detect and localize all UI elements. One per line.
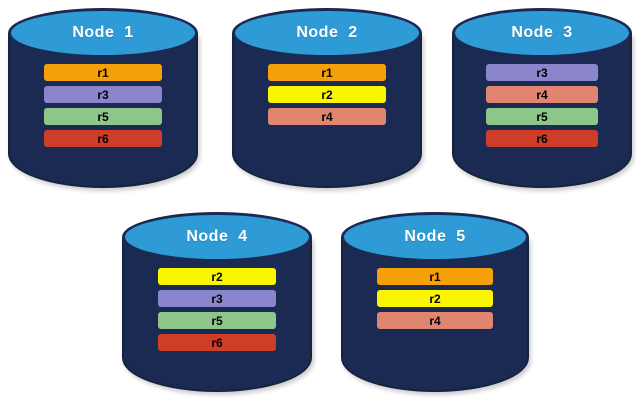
- replica-bar-r3[interactable]: r3: [44, 86, 162, 103]
- replica-bar-r5[interactable]: r5: [44, 108, 162, 125]
- replica-label: r2: [429, 291, 441, 306]
- replica-bar-r1[interactable]: r1: [376, 268, 494, 285]
- replica-label: r3: [97, 87, 109, 102]
- replica-label: r6: [97, 131, 109, 146]
- replica-bar-r2[interactable]: r2: [158, 268, 276, 285]
- replica-list: r3 r4 r5 r6: [452, 64, 632, 147]
- replica-bar-r5[interactable]: r5: [158, 312, 276, 329]
- replica-bar-r2[interactable]: r2: [376, 290, 494, 307]
- replica-list: r2 r3 r5 r6: [122, 268, 312, 351]
- replica-label: r5: [536, 109, 548, 124]
- replica-label: r1: [97, 65, 109, 80]
- replica-bar-r4[interactable]: r4: [376, 312, 494, 329]
- cylinder-top-icon: [122, 212, 312, 262]
- replica-label: r2: [211, 269, 223, 284]
- database-node-1[interactable]: Node 1 r1 r3 r5 r6: [8, 8, 198, 188]
- replica-list: r1 r2 r4: [232, 64, 422, 125]
- replica-label: r3: [536, 65, 548, 80]
- replica-list: r1 r3 r5 r6: [8, 64, 198, 147]
- node-title-label: Node 3: [511, 24, 573, 41]
- replica-bar-r2[interactable]: r2: [268, 86, 386, 103]
- node-title-label: Node 2: [296, 24, 358, 41]
- replica-label: r4: [536, 87, 548, 102]
- replica-label: r2: [321, 87, 333, 102]
- replica-label: r6: [536, 131, 548, 146]
- replica-label: r1: [429, 269, 441, 284]
- replica-bar-r4[interactable]: r4: [268, 108, 386, 125]
- node-title-label: Node 1: [72, 24, 134, 41]
- replica-label: r5: [211, 313, 223, 328]
- replica-label: r3: [211, 291, 223, 306]
- replica-bar-r1[interactable]: r1: [44, 64, 162, 81]
- replica-bar-r6[interactable]: r6: [486, 130, 598, 147]
- database-node-4[interactable]: Node 4 r2 r3 r5 r6: [122, 212, 312, 392]
- node-title-label: Node 4: [186, 228, 248, 245]
- replica-bar-r5[interactable]: r5: [486, 108, 598, 125]
- replica-bar-r3[interactable]: r3: [158, 290, 276, 307]
- replica-label: r4: [321, 109, 333, 124]
- replica-label: r1: [321, 65, 333, 80]
- replica-bar-r3[interactable]: r3: [486, 64, 598, 81]
- replica-label: r6: [211, 335, 223, 350]
- cylinder-top-icon: [8, 8, 198, 58]
- node-title-label: Node 5: [404, 228, 466, 245]
- replica-bar-r1[interactable]: r1: [268, 64, 386, 81]
- replica-label: r5: [97, 109, 109, 124]
- database-node-3[interactable]: Node 3 r3 r4 r5 r6: [452, 8, 632, 188]
- cylinder-top-icon: [341, 212, 529, 262]
- replica-label: r4: [429, 313, 441, 328]
- replica-bar-r4[interactable]: r4: [486, 86, 598, 103]
- cylinder-top-icon: [452, 8, 632, 58]
- replica-bar-r6[interactable]: r6: [44, 130, 162, 147]
- replica-list: r1 r2 r4: [341, 268, 529, 329]
- database-node-5[interactable]: Node 5 r1 r2 r4: [341, 212, 529, 392]
- replica-bar-r6[interactable]: r6: [158, 334, 276, 351]
- cylinder-top-icon: [232, 8, 422, 58]
- database-node-2[interactable]: Node 2 r1 r2 r4: [232, 8, 422, 188]
